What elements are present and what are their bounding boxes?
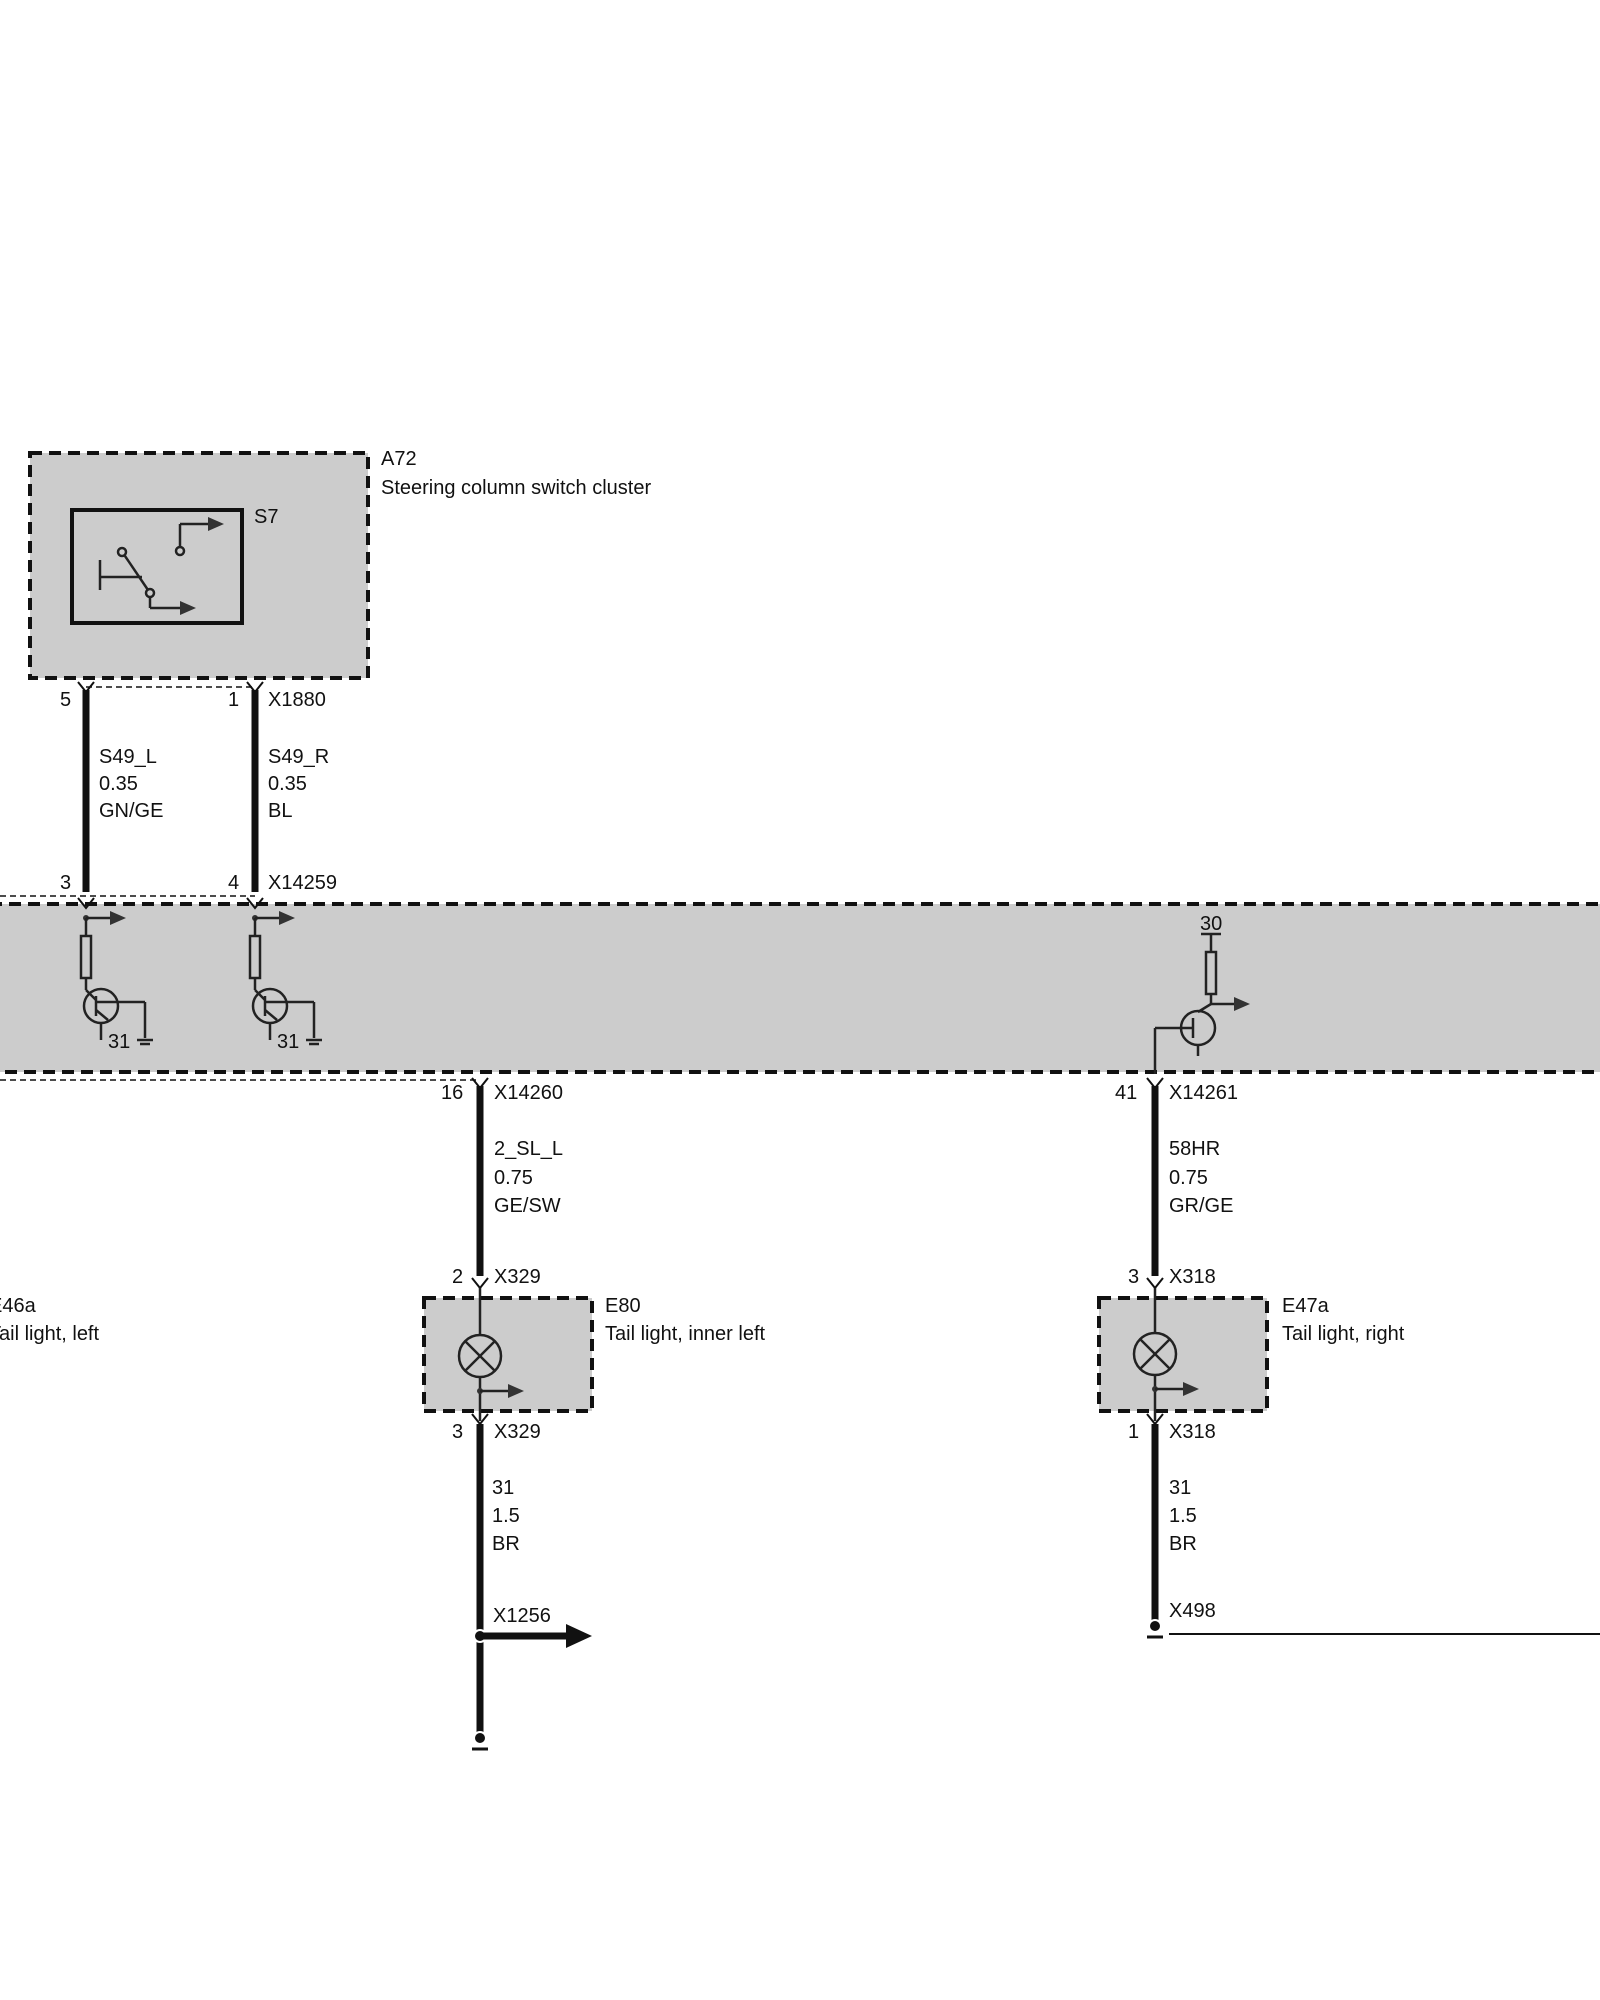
e47a-name: Tail light, right <box>1282 1323 1405 1345</box>
e80-name: Tail light, inner left <box>605 1323 766 1345</box>
module-supply-label: 30 <box>1200 913 1222 935</box>
pin-x318-top: 3 <box>1128 1266 1139 1288</box>
sl-l-color: GE/SW <box>494 1195 561 1217</box>
x1880-label: X1880 <box>268 689 326 711</box>
gnd-left-signal: 31 <box>492 1477 514 1499</box>
x318-bottom-label: X318 <box>1169 1421 1216 1443</box>
output-stage-icon <box>1153 932 1250 1074</box>
x318-top-label: X318 <box>1169 1266 1216 1288</box>
x498-ground-point <box>1147 1619 1600 1639</box>
x14259-label: X14259 <box>268 872 337 894</box>
x14260-label: X14260 <box>494 1082 563 1104</box>
s49-l-gauge: 0.35 <box>99 773 138 795</box>
e80-code: E80 <box>605 1295 641 1317</box>
e46a-name: Tail light, left <box>0 1323 99 1345</box>
a72-box <box>28 451 370 680</box>
a72-code: A72 <box>381 448 417 470</box>
a72-name: Steering column switch cluster <box>381 477 651 499</box>
module-ground-label-1: 31 <box>108 1031 130 1053</box>
x1256-arrow-icon <box>566 1624 592 1648</box>
pin-x329-top: 2 <box>452 1266 463 1288</box>
input-stage-right-icon <box>246 897 322 1046</box>
x498-label: X498 <box>1169 1600 1216 1622</box>
hr58-signal: 58HR <box>1169 1138 1220 1160</box>
s49-l-signal: S49_L <box>99 746 157 768</box>
switch-symbol-icon <box>98 517 224 615</box>
gnd-right-color: BR <box>1169 1533 1197 1555</box>
gnd-right-signal: 31 <box>1169 1477 1191 1499</box>
x1256-label: X1256 <box>493 1605 551 1627</box>
s7-switch-box <box>70 508 244 625</box>
a72-switch-cluster: A72 Steering column switch cluster S7 <box>28 448 651 680</box>
s49-l-color: GN/GE <box>99 800 163 822</box>
module-ground-label-2: 31 <box>277 1031 299 1053</box>
gnd-right-gauge: 1.5 <box>1169 1505 1197 1527</box>
pin-a72-left: 5 <box>60 689 71 711</box>
pin-x14261: 41 <box>1115 1082 1137 1104</box>
pin-a72-right: 1 <box>228 689 239 711</box>
e47a-tail-light <box>1097 1277 1269 1426</box>
x14261-label: X14261 <box>1169 1082 1238 1104</box>
input-stage-left-icon <box>77 897 153 1046</box>
control-module: 31 31 <box>0 897 1600 1074</box>
s7-code: S7 <box>254 506 278 528</box>
pin-x329-bottom: 3 <box>452 1421 463 1443</box>
pin-x14260: 16 <box>441 1082 463 1104</box>
x1256-splice <box>473 1624 592 1648</box>
s49-r-signal: S49_R <box>268 746 329 768</box>
x329-top-label: X329 <box>494 1266 541 1288</box>
pin-x14259-left: 3 <box>60 872 71 894</box>
x329-bottom-label: X329 <box>494 1421 541 1443</box>
gnd-left-color: BR <box>492 1533 520 1555</box>
sl-l-signal: 2_SL_L <box>494 1138 563 1160</box>
hr58-color: GR/GE <box>1169 1195 1233 1217</box>
ground-end-left-icon <box>472 1731 488 1751</box>
hr58-gauge: 0.75 <box>1169 1167 1208 1189</box>
control-module-box <box>0 902 1600 1074</box>
e80-tail-light <box>422 1277 594 1426</box>
wire-s49-l <box>77 681 95 892</box>
pin-x318-bottom: 1 <box>1128 1421 1139 1443</box>
e47a-code: E47a <box>1282 1295 1330 1317</box>
s49-r-gauge: 0.35 <box>268 773 307 795</box>
sl-l-gauge: 0.75 <box>494 1167 533 1189</box>
gnd-left-gauge: 1.5 <box>492 1505 520 1527</box>
s49-r-color: BL <box>268 800 292 822</box>
wire-s49-r <box>246 681 264 892</box>
pin-x14259-right: 4 <box>228 872 239 894</box>
